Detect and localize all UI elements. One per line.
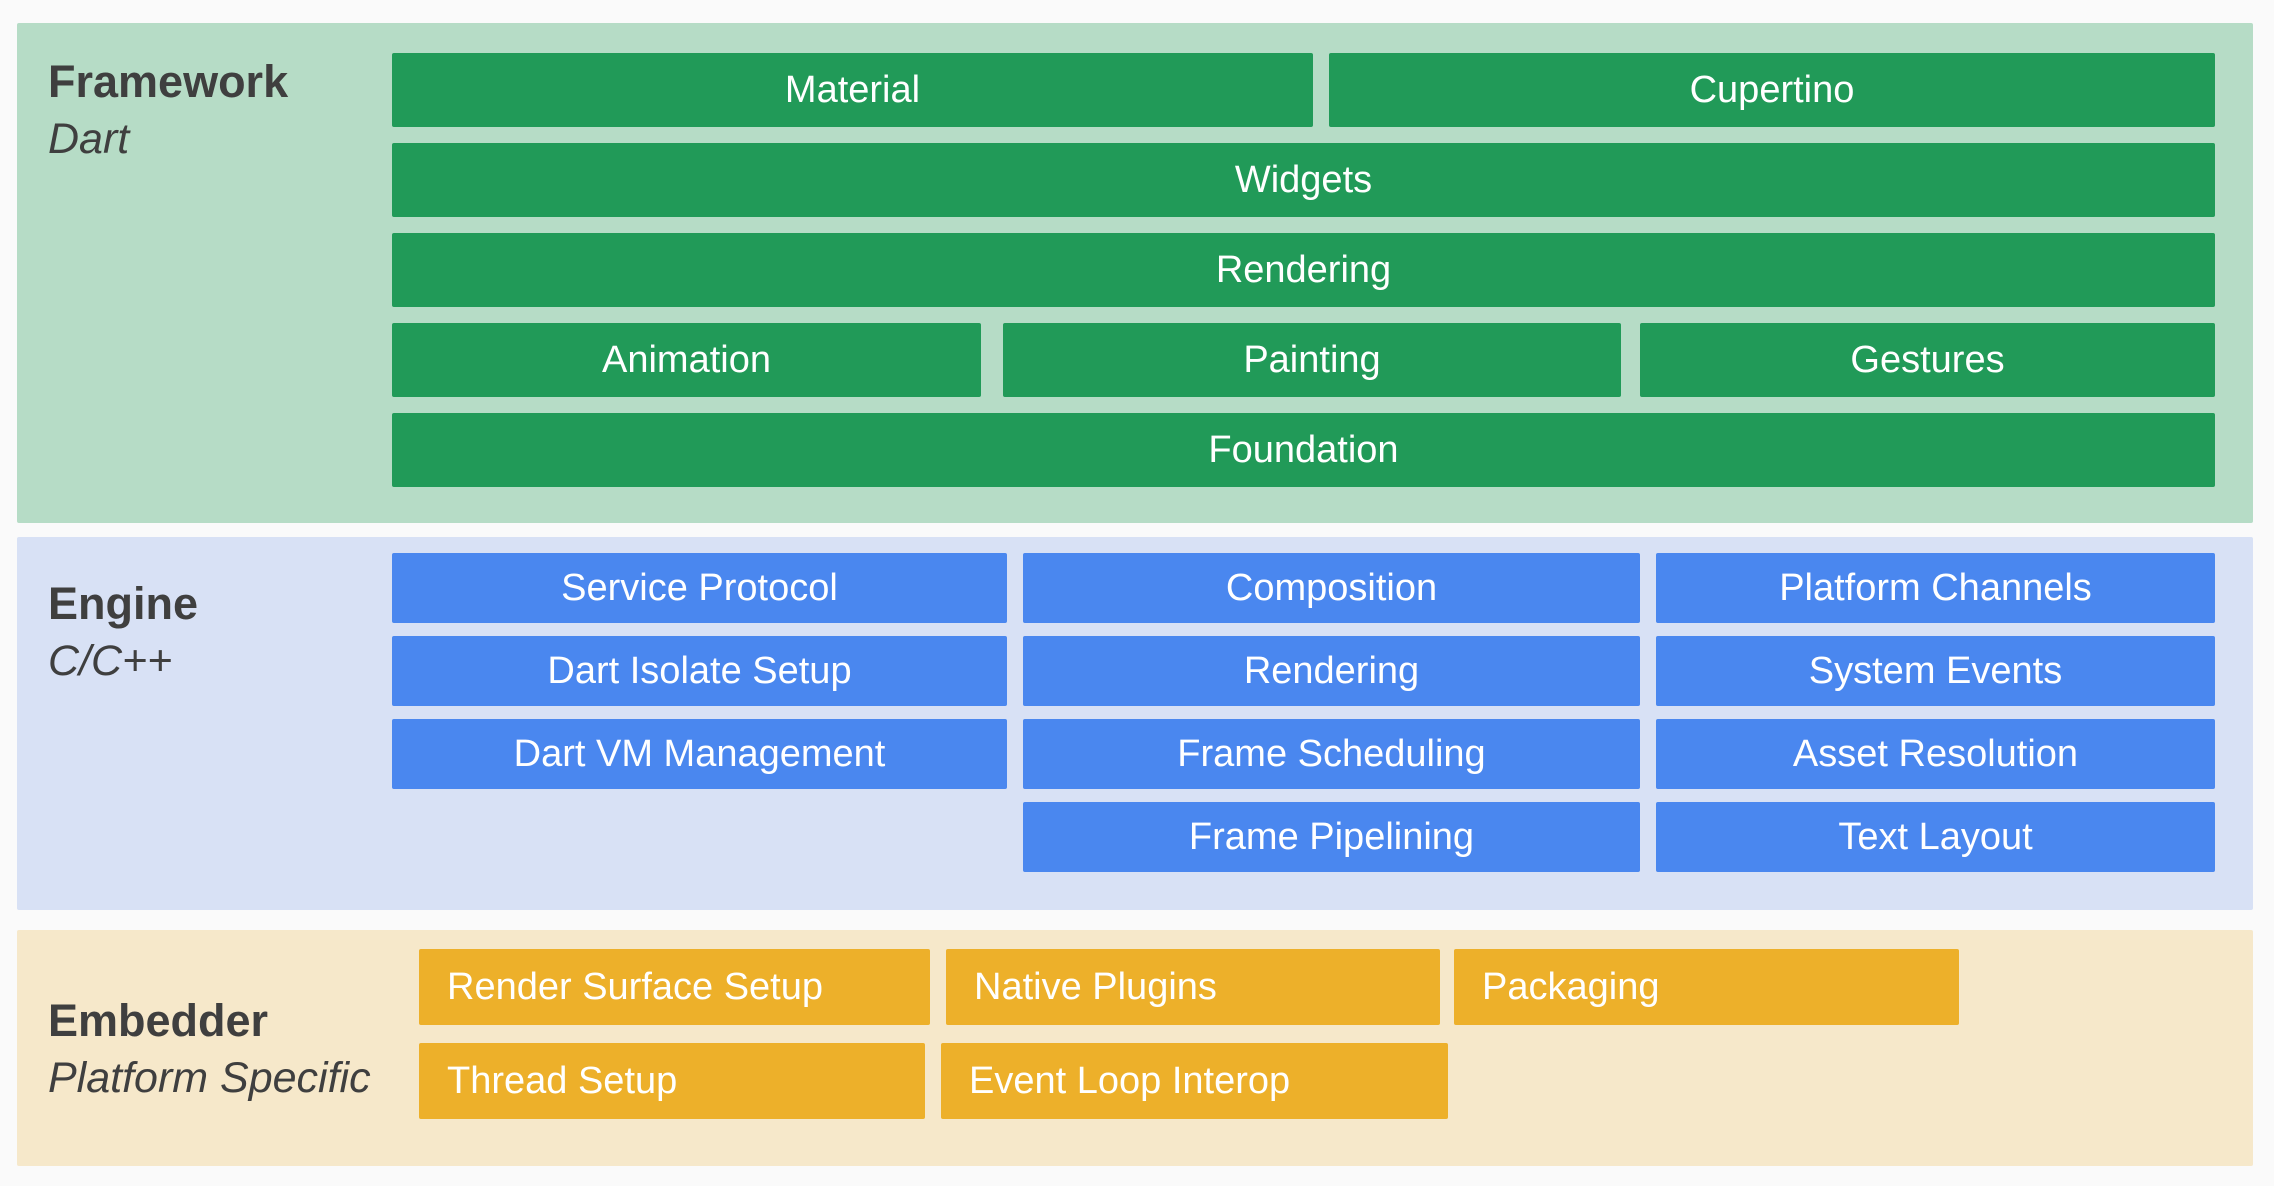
bar-text-layout: Text Layout xyxy=(1656,802,2215,872)
bar-rendering-framework: Rendering xyxy=(392,233,2215,307)
engine-subtitle: C/C++ xyxy=(48,637,173,685)
bar-platform-channels: Platform Channels xyxy=(1656,553,2215,623)
bar-thread-setup: Thread Setup xyxy=(419,1043,925,1119)
framework-label-block: Framework Dart xyxy=(48,53,288,167)
bar-frame-scheduling: Frame Scheduling xyxy=(1023,719,1640,789)
embedder-label-block: Embedder Platform Specific xyxy=(48,992,371,1106)
bar-packaging: Packaging xyxy=(1454,949,1959,1025)
bar-asset-resolution: Asset Resolution xyxy=(1656,719,2215,789)
embedder-layer: Embedder Platform Specific Render Surfac… xyxy=(17,930,2253,1166)
bar-foundation: Foundation xyxy=(392,413,2215,487)
bar-system-events: System Events xyxy=(1656,636,2215,706)
framework-layer: Framework Dart Material Cupertino Widget… xyxy=(17,23,2253,523)
bar-native-plugins: Native Plugins xyxy=(946,949,1440,1025)
bar-render-surface-setup: Render Surface Setup xyxy=(419,949,930,1025)
bar-rendering-engine: Rendering xyxy=(1023,636,1640,706)
framework-title: Framework xyxy=(48,56,289,107)
bar-gestures: Gestures xyxy=(1640,323,2215,397)
bar-widgets: Widgets xyxy=(392,143,2215,217)
engine-layer: Engine C/C++ Service Protocol Dart Isola… xyxy=(17,537,2253,910)
bar-frame-pipelining: Frame Pipelining xyxy=(1023,802,1640,872)
bar-event-loop-interop: Event Loop Interop xyxy=(941,1043,1448,1119)
bar-cupertino: Cupertino xyxy=(1329,53,2215,127)
bar-material: Material xyxy=(392,53,1313,127)
bar-animation: Animation xyxy=(392,323,981,397)
embedder-title: Embedder xyxy=(48,995,269,1046)
bar-painting: Painting xyxy=(1003,323,1621,397)
engine-label-block: Engine C/C++ xyxy=(48,575,198,689)
engine-title: Engine xyxy=(48,578,199,629)
bar-composition: Composition xyxy=(1023,553,1640,623)
embedder-subtitle: Platform Specific xyxy=(48,1054,371,1102)
framework-subtitle: Dart xyxy=(48,115,130,163)
bar-dart-isolate-setup: Dart Isolate Setup xyxy=(392,636,1007,706)
bar-service-protocol: Service Protocol xyxy=(392,553,1007,623)
bar-dart-vm-management: Dart VM Management xyxy=(392,719,1007,789)
